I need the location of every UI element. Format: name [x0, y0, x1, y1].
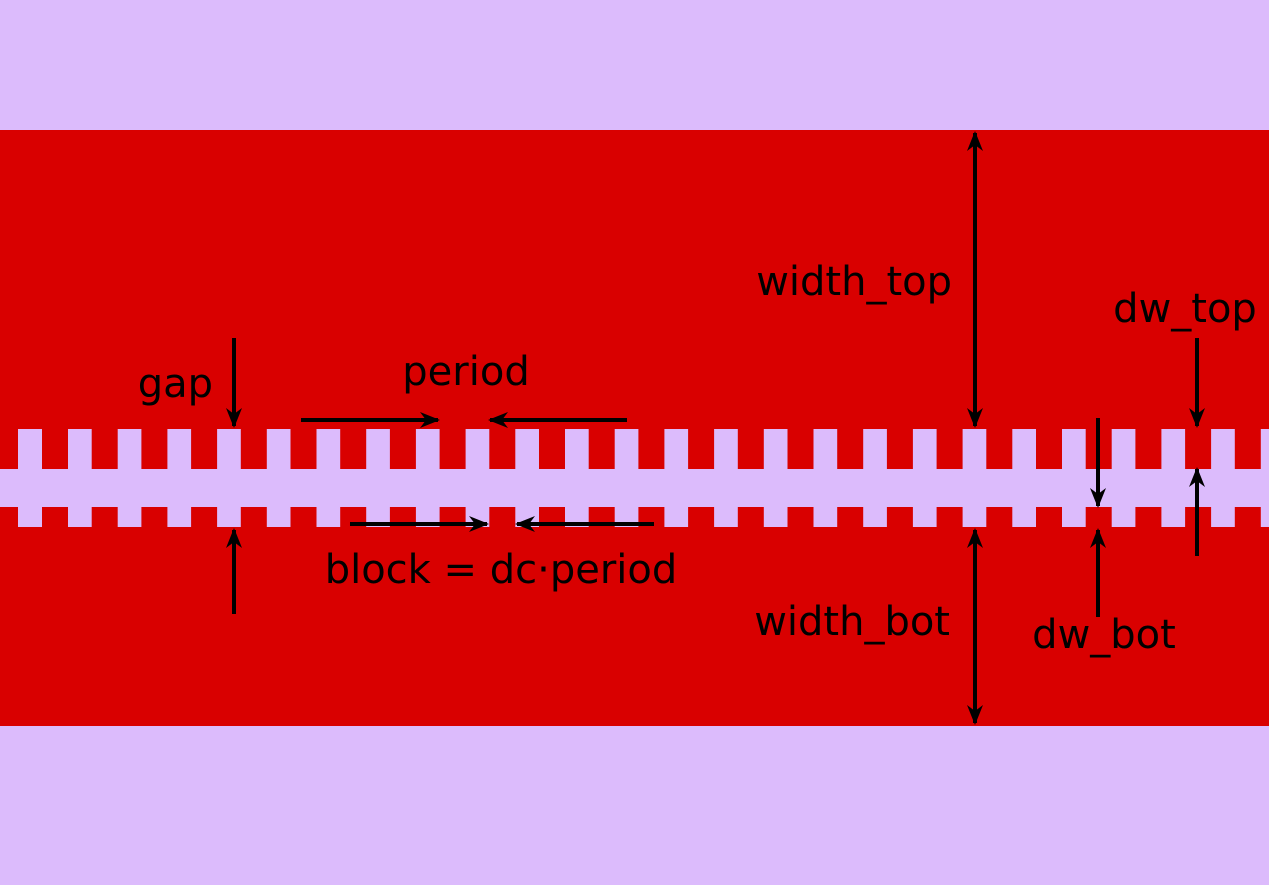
- comb-tooth: [1234, 428, 1261, 469]
- bottom-metal-strip: [0, 527, 1269, 726]
- top-metal-strip: [0, 130, 1269, 429]
- comb-tooth: [737, 507, 764, 528]
- comb-tooth: [91, 428, 118, 469]
- comb-tooth: [141, 507, 168, 528]
- comb-tooth: [290, 507, 317, 528]
- comb-tooth: [489, 428, 516, 469]
- comb-tooth: [340, 428, 367, 469]
- comb-tooth: [986, 428, 1013, 469]
- gap-label: gap: [138, 361, 213, 407]
- comb-tooth: [1036, 428, 1062, 469]
- comb-tooth: [936, 507, 963, 528]
- comb-tooth: [42, 507, 68, 528]
- comb-tooth: [737, 428, 764, 469]
- comb-tooth: [787, 428, 814, 469]
- width-top-label: width_top: [756, 259, 952, 305]
- comb-tooth: [191, 428, 218, 469]
- top-comb-teeth: [0, 428, 1261, 469]
- comb-tooth: [588, 428, 615, 469]
- comb-tooth: [389, 428, 416, 469]
- comb-tooth: [1135, 428, 1162, 469]
- comb-tooth: [191, 507, 218, 528]
- comb-tooth: [240, 428, 267, 469]
- comb-tooth: [936, 428, 963, 469]
- comb-tooth: [837, 507, 864, 528]
- comb-tooth: [886, 507, 913, 528]
- block-label: block = dc·period: [325, 547, 678, 593]
- comb-tooth: [489, 507, 516, 528]
- comb-tooth: [1234, 507, 1261, 528]
- comb-tooth: [0, 507, 18, 528]
- comb-tooth: [986, 507, 1013, 528]
- dw-bot-label: dw_bot: [1032, 612, 1176, 658]
- comb-tooth: [688, 428, 715, 469]
- comb-tooth: [638, 428, 665, 469]
- comb-tooth: [290, 428, 317, 469]
- bottom-comb-teeth: [0, 507, 1261, 528]
- width-bot-label: width_bot: [754, 599, 950, 645]
- comb-tooth: [688, 507, 715, 528]
- comb-tooth: [42, 428, 68, 469]
- comb-tooth: [539, 428, 565, 469]
- comb-tooth: [837, 428, 864, 469]
- comb-tooth: [1085, 507, 1112, 528]
- comb-tooth: [91, 507, 118, 528]
- comb-tooth: [240, 507, 267, 528]
- comb-tooth: [1036, 507, 1062, 528]
- comb-tooth: [1135, 507, 1162, 528]
- comb-tooth: [0, 428, 18, 469]
- comb-tooth: [141, 428, 168, 469]
- comb-tooth: [787, 507, 814, 528]
- comb-tooth: [886, 428, 913, 469]
- dw-top-label: dw_top: [1113, 286, 1257, 332]
- period-label: period: [402, 349, 529, 395]
- dimension-arrows: [226, 131, 1205, 725]
- comb-tooth: [1185, 428, 1212, 469]
- comb-tooth: [439, 428, 466, 469]
